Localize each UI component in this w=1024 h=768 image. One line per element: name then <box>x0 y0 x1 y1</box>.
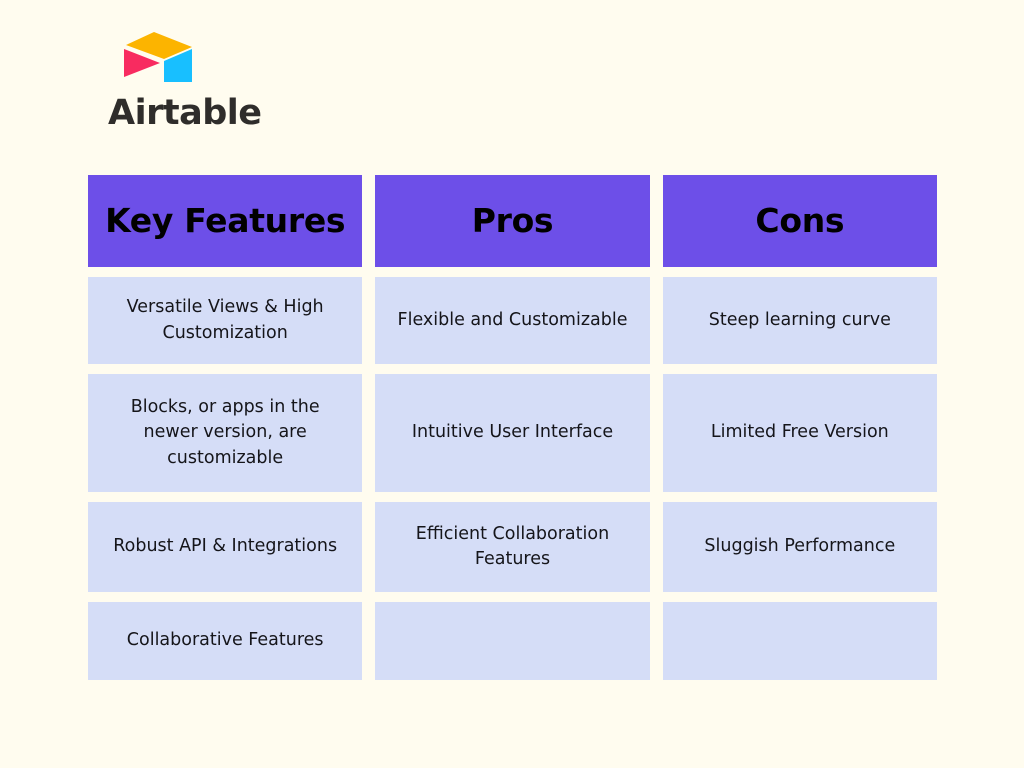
cell-key-features[interactable]: Versatile Views & High Customization <box>88 277 363 364</box>
cell-text: Sluggish Performance <box>704 536 896 557</box>
cell-key-features[interactable]: Robust API & Integrations <box>88 502 363 592</box>
cell-pros[interactable]: Intuitive User Interface <box>375 374 650 492</box>
comparison-table: Key Features Pros Cons Versatile Views &… <box>88 175 937 680</box>
brand-header: Airtable <box>88 30 388 131</box>
column-header-pros[interactable]: Pros <box>375 175 650 267</box>
cell-text: Limited Free Version <box>710 422 889 443</box>
table-header-row: Key Features Pros Cons <box>88 175 937 267</box>
cell-cons[interactable] <box>662 602 937 680</box>
cell-text: Efficient Collaboration Features <box>415 523 610 569</box>
table-row: Collaborative Features <box>88 602 937 680</box>
cell-pros[interactable]: Efficient Collaboration Features <box>375 502 650 592</box>
cell-pros[interactable] <box>375 602 650 680</box>
airtable-cube-logo-icon <box>124 32 192 82</box>
cell-text: Steep learning curve <box>708 309 891 330</box>
cell-text: Versatile Views & High Customization <box>126 297 324 343</box>
cell-text: Collaborative Features <box>126 630 324 651</box>
cell-key-features[interactable]: Collaborative Features <box>88 602 363 680</box>
cell-cons[interactable]: Steep learning curve <box>662 277 937 364</box>
column-header-label: Key Features <box>105 200 346 240</box>
column-header-key-features[interactable]: Key Features <box>88 175 363 267</box>
table-row: Robust API & Integrations Efficient Coll… <box>88 502 937 592</box>
column-header-label: Pros <box>471 200 554 240</box>
column-header-cons[interactable]: Cons <box>662 175 937 267</box>
cell-text: Blocks, or apps in the newer version, ar… <box>130 396 320 468</box>
cell-text: Robust API & Integrations <box>113 536 338 557</box>
column-header-label: Cons <box>755 200 845 240</box>
brand-wordmark: Airtable <box>108 93 262 133</box>
cell-pros[interactable]: Flexible and Customizable <box>375 277 650 364</box>
cell-key-features[interactable]: Blocks, or apps in the newer version, ar… <box>88 374 363 492</box>
cell-text: Flexible and Customizable <box>397 309 628 330</box>
cell-text: Intuitive User Interface <box>411 422 614 443</box>
table-row: Versatile Views & High Customization Fle… <box>88 277 937 364</box>
table-row: Blocks, or apps in the newer version, ar… <box>88 374 937 492</box>
cell-cons[interactable]: Limited Free Version <box>662 374 937 492</box>
cell-cons[interactable]: Sluggish Performance <box>662 502 937 592</box>
